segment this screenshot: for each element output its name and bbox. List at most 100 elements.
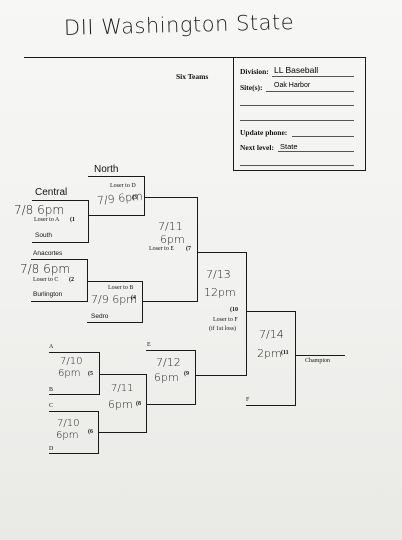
teams-count-label: Six Teams <box>176 72 209 81</box>
g6-time: 6pm <box>56 430 79 441</box>
slot-d-label: D <box>49 446 54 452</box>
g8-top-line <box>99 374 147 375</box>
g1-top-line <box>32 200 89 201</box>
g11-date: 7/14 <box>259 328 284 341</box>
g4-loser-note: Loser to B <box>108 285 134 291</box>
g1-number: (1 <box>70 217 75 223</box>
g7-top-line <box>144 197 198 198</box>
g3-bottom-line <box>88 215 145 216</box>
g10-condition: (if 1st loss) <box>209 326 236 332</box>
g10-top-line <box>197 252 247 253</box>
g9-number: (9 <box>184 371 189 377</box>
g3-number: (3 <box>132 195 137 201</box>
g4-time: 7/9 6pm <box>91 293 137 306</box>
g11-top-line <box>246 311 296 312</box>
g10-date: 7/13 <box>206 268 231 281</box>
g11-bottom-line <box>246 405 296 406</box>
sites-line-3 <box>240 120 354 121</box>
g5-number: (5 <box>88 371 93 377</box>
anacortes-label: Anacortes <box>33 250 63 257</box>
g4-right-line <box>142 281 143 323</box>
title-rule <box>24 57 234 58</box>
g5-top-line <box>49 352 100 353</box>
slot-a-label: A <box>49 344 54 350</box>
sites-label: Site(s): <box>240 83 263 92</box>
burlington-label: Burlington <box>33 291 63 298</box>
g4-top-line <box>87 281 143 282</box>
g3-top-line <box>88 176 145 177</box>
g7-date: 7/11 <box>158 220 183 233</box>
g1-bottom-line <box>32 242 89 243</box>
g11-number: (11 <box>281 350 289 356</box>
sedro-label: Sedro <box>91 313 109 320</box>
north-label: North <box>94 164 119 175</box>
info-box: Division: LL Baseball Site(s): Oak Harbo… <box>233 57 366 171</box>
update-phone-line <box>292 136 354 137</box>
g8-time: 6pm <box>108 398 133 411</box>
g1-loser-note: Loser to A <box>34 217 60 223</box>
division-line <box>272 76 354 77</box>
g5-time: 6pm <box>58 368 81 379</box>
slot-e-label: E <box>147 342 151 348</box>
g8-right-line <box>146 374 147 433</box>
g5-date: 7/10 <box>60 356 83 367</box>
g7-right-line <box>197 197 198 302</box>
g7-number: (7 <box>186 246 191 252</box>
next-level-line-2 <box>240 165 354 166</box>
g4-number: (4 <box>131 295 136 301</box>
g10-right-line <box>246 252 247 376</box>
g2-loser-note: Loser to C <box>33 277 59 283</box>
g9-time: 6pm <box>154 371 179 384</box>
g9-date: 7/12 <box>156 356 181 369</box>
g2-bottom-line <box>31 301 88 302</box>
next-level-value: State <box>280 142 298 151</box>
g2-number: (2 <box>69 277 74 283</box>
g10-loser-note: Loser to F <box>213 317 238 323</box>
sites-line <box>266 91 354 92</box>
update-phone-label: Update phone: <box>240 128 288 137</box>
g2-right-line <box>87 259 88 302</box>
next-level-label: Next level: <box>240 143 274 152</box>
g8-date: 7/11 <box>111 383 134 394</box>
g6-bottom-line <box>49 453 99 454</box>
g6-number: (6 <box>88 429 93 435</box>
sites-value: Oak Harbor <box>274 82 311 89</box>
g1-right-line <box>88 200 89 242</box>
next-level-line <box>278 151 354 152</box>
g10-time: 12pm <box>204 286 236 299</box>
g10-bottom-line <box>195 375 247 376</box>
g1-time: 7/8 6pm <box>14 203 65 217</box>
champion-line <box>295 355 345 356</box>
g7-bottom-line <box>142 301 198 302</box>
g8-bottom-line <box>98 432 147 433</box>
g8-number: (8 <box>136 401 141 407</box>
champion-label: Champion <box>305 358 330 364</box>
g9-top-line <box>146 350 196 351</box>
g2-top-line <box>31 259 88 260</box>
g7-time: 6pm <box>160 233 185 246</box>
g2-time: 7/8 6pm <box>20 262 71 276</box>
slot-c-label: C <box>49 403 54 409</box>
g5-bottom-line <box>49 394 100 395</box>
g7-loser-note: Loser to E <box>149 246 174 252</box>
central-label: Central <box>35 187 68 198</box>
g6-date: 7/10 <box>57 418 80 429</box>
g10-number: (10 <box>230 307 238 313</box>
g3-loser-note: Loser to D <box>110 183 136 189</box>
slot-b-label: B <box>49 387 54 393</box>
g9-bottom-line <box>146 404 196 405</box>
g11-time: 2pm <box>257 347 282 360</box>
g6-top-line <box>49 411 99 412</box>
slot-f-label: F <box>246 397 250 403</box>
sites-line-2 <box>240 105 354 106</box>
g5-right-line <box>99 352 100 395</box>
g9-right-line <box>195 350 196 405</box>
g3-right-line <box>144 176 145 216</box>
page-title: DII Washington State <box>63 9 295 40</box>
division-label: Division: <box>240 67 269 76</box>
south-label: South <box>35 232 52 239</box>
g4-bottom-line <box>87 322 143 323</box>
division-value: LL Baseball <box>274 65 319 75</box>
g11-right-line <box>295 311 296 406</box>
